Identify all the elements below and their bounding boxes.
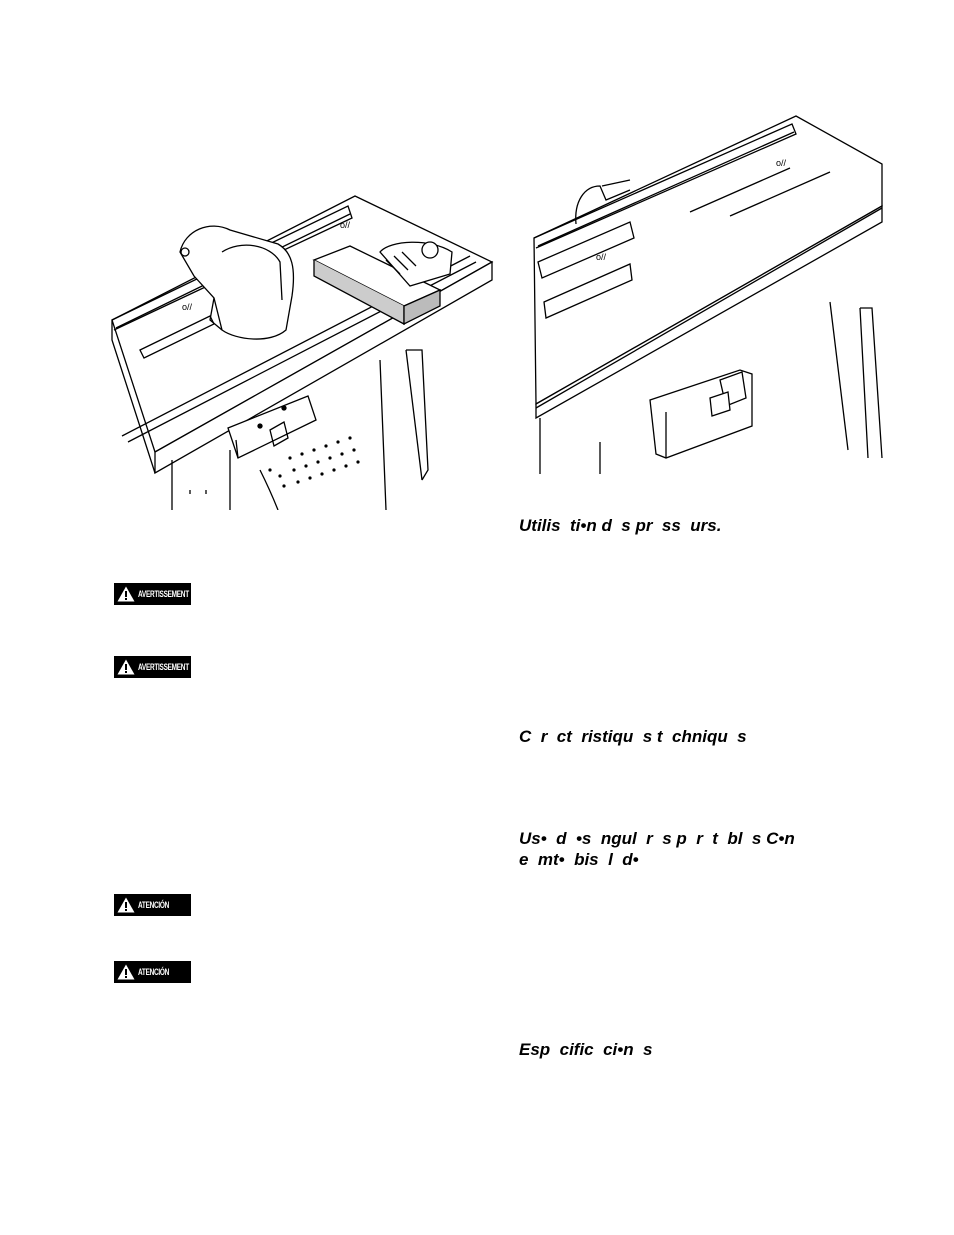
warning-label: AVERTISSEMENT [138,662,189,672]
warning-label: ATENCIÓN [138,900,170,910]
heading-spanish-usage-line1: Us• d •s ngul r s p r t bl s C•n [519,829,795,848]
heading-spanish-usage-line2: e mt• bis l d• [519,850,639,869]
svg-text:o//: o// [340,220,351,230]
heading-specifications: Esp cific ci•n s [519,1040,653,1059]
router-table-fence-illustration: o// o// [533,115,883,474]
warning-triangle-icon [117,964,135,980]
warning-triangle-icon [117,586,135,602]
svg-text:o//: o// [776,158,787,168]
warning-badge-4: ATENCIÓN [114,961,191,983]
warning-badge-1: AVERTISSEMENT [114,583,191,605]
warning-badge-3: ATENCIÓN [114,894,191,916]
heading-pressure-usage: Utilis ti•n d s pr ss urs. [519,516,722,535]
warning-label: ATENCIÓN [138,967,170,977]
warning-triangle-icon [117,659,135,675]
svg-text:o//: o// [182,302,193,312]
heading-technical-specs: C r ct ristiqu s t chniqu s [519,727,747,746]
svg-text:o//: o// [596,252,607,262]
router-table-workpiece-illustration: o// o// [111,195,494,510]
warning-label: AVERTISSEMENT [138,589,189,599]
warning-badge-2: AVERTISSEMENT [114,656,191,678]
warning-triangle-icon [117,897,135,913]
